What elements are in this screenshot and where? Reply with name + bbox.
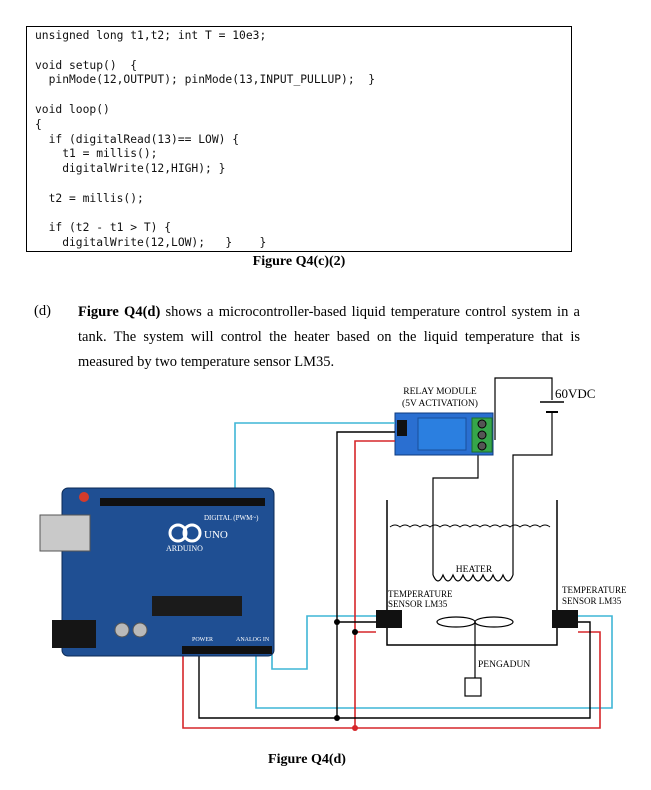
figure-caption-c: Figure Q4(c)(2) <box>252 254 346 269</box>
code-line: if (t2 - t1 > T) { <box>35 221 172 235</box>
relay-label-line1: RELAY MODULE <box>403 387 477 397</box>
junction-dots <box>334 619 358 731</box>
heater-coil <box>432 420 553 582</box>
arduino-board <box>39 487 275 657</box>
liquid-surface <box>389 524 551 528</box>
stirrer-label: PENGADUN <box>478 660 530 670</box>
code-line: unsigned long t1,t2; int T = 10e3; <box>35 29 267 42</box>
battery-60vdc <box>494 377 564 440</box>
board-digital-label: DIGITAL (PWM~) <box>204 514 259 522</box>
question-body: shows a microcontroller-based liquid tem… <box>78 304 580 370</box>
relay-label-line2: (5V ACTIVATION) <box>402 398 478 409</box>
board-analog-label: ANALOG IN <box>236 637 270 643</box>
heater-label: HEATER <box>456 565 493 575</box>
code-line: if (digitalRead(13)== LOW) { <box>35 132 240 146</box>
sensor-left-label-line1: TEMPERATURE <box>388 589 453 599</box>
question-label: (d) <box>34 303 51 319</box>
relay-module <box>394 412 494 456</box>
sensor-right-label-line1: TEMPERATURE <box>562 585 627 595</box>
temperature-sensor-right <box>552 610 578 628</box>
code-listing-box: unsigned long t1,t2; int T = 10e3; void s… <box>26 26 572 252</box>
figure-caption-d: Figure Q4(d) <box>268 752 346 767</box>
supply-voltage-label: 60VDC <box>555 386 595 401</box>
code-line: digitalWrite(12,LOW); } } <box>35 236 267 250</box>
sensor-left-label-line2: SENSOR LM35 <box>388 599 448 609</box>
figure-reference: Figure Q4(d) <box>78 304 161 320</box>
code-line: void loop() <box>35 103 110 116</box>
board-brand-label: ARDUINO <box>166 544 203 553</box>
wires-cyan <box>234 422 613 709</box>
tank <box>386 500 558 646</box>
code-line: void setup() { <box>35 58 138 72</box>
code-line: digitalWrite(12,HIGH); } <box>35 162 226 176</box>
code-line: pinMode(12,OUTPUT); pinMode(13,INPUT_PUL… <box>35 73 376 87</box>
question-text: Figure Q4(d) shows a microcontroller-bas… <box>78 300 580 375</box>
code-line: t1 = millis(); <box>35 147 158 161</box>
stirrer <box>436 616 514 697</box>
board-power-label: POWER <box>192 637 213 643</box>
board-model-label: UNO <box>204 529 228 541</box>
code-line: { <box>35 117 42 131</box>
code-line: t2 = millis(); <box>35 191 144 205</box>
sensor-right-label-line2: SENSOR LM35 <box>562 596 622 606</box>
temperature-sensor-left <box>376 610 402 628</box>
